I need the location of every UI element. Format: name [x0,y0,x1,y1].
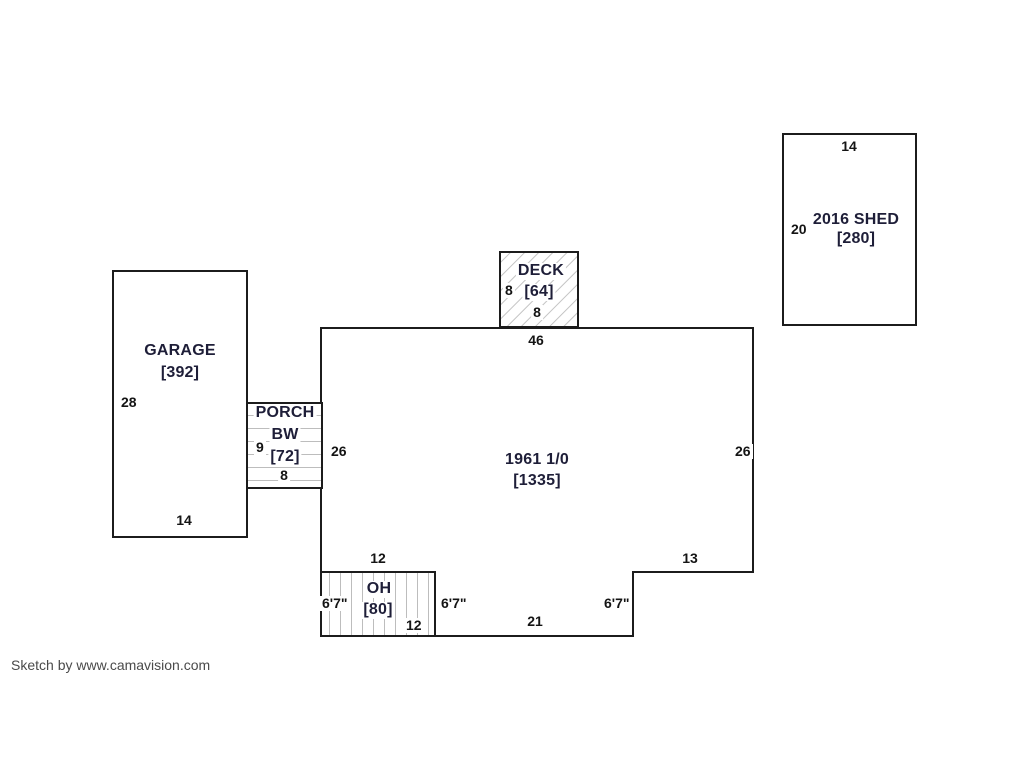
garage-outline [112,270,248,538]
shed-dim-left: 20 [791,221,807,237]
garage-dim-left: 28 [121,394,137,410]
deck-area: [64] [522,283,556,301]
house-area: [1335] [513,472,561,489]
house-dim-bottom-left: 12 [370,550,386,566]
shed-label: 2016 SHED [812,211,900,228]
house-dim-bottom-right: 13 [682,550,698,566]
garage-dim-bottom: 14 [176,512,192,528]
house-dim-bottom-mid: 21 [527,613,543,629]
shed-area: [280] [836,230,876,247]
overhang-dim-left: 6'7" [320,595,350,611]
watermark-credit: Sketch by www.camavision.com [11,657,211,673]
porch-area: [72] [268,448,302,466]
deck-dim-bottom: 8 [531,304,543,320]
house-dim-notch-right: 6'7" [604,595,630,611]
house-dim-top: 46 [528,332,544,348]
house-dim-notch-left: 6'7" [441,595,467,611]
house-dim-left: 26 [331,443,347,459]
shed-outline [782,133,917,326]
house-dim-right: 26 [733,443,753,459]
garage-area: [392] [160,364,200,381]
porch-dim-left: 9 [254,439,266,455]
house-label: 1961 1/0 [505,451,569,468]
porch-label: PORCH [253,404,317,422]
deck-label: DECK [515,262,567,280]
deck-dim-left: 8 [503,282,515,298]
shed-dim-top: 14 [841,138,857,154]
porch-sublabel: BW [269,426,301,444]
overhang-dim-bottom: 12 [404,617,424,633]
garage-label: GARAGE [144,342,216,359]
overhang-area: [80] [361,601,395,619]
overhang-label: OH [364,580,394,598]
porch-dim-bottom: 8 [278,467,290,483]
